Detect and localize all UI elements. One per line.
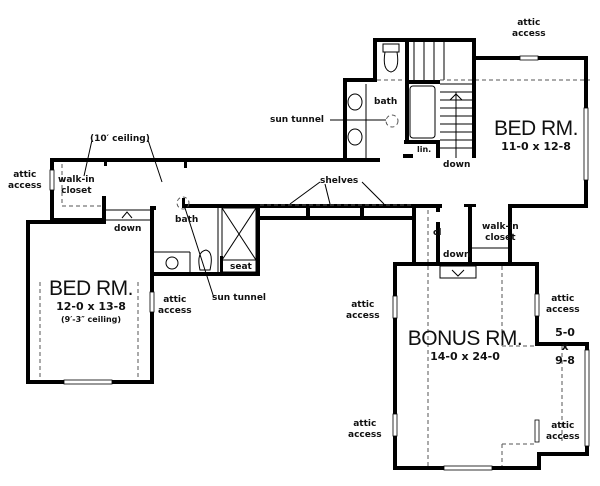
attic-access-bonus-left-top [392, 295, 398, 319]
bathtub [409, 85, 436, 139]
down-label-center: down [443, 250, 471, 260]
closet-word: closet [61, 186, 92, 196]
linen-label: lin. [417, 145, 432, 154]
down-label-upper: down [443, 160, 471, 170]
walk-in-word: walk-in [58, 175, 95, 185]
room-dimensions: 14-0 x 24-0 [430, 350, 500, 363]
attic-access-left-bedroom [149, 291, 155, 313]
room-name: BED RM. [48, 277, 134, 300]
room-dimensions: 12-0 x 13-8 [56, 300, 126, 313]
sun-tunnel-label-lower: sun tunnel [212, 293, 267, 303]
attic-word: attic [517, 18, 541, 28]
double-vanity [347, 84, 367, 158]
sun-tunnel-upper-icon [385, 114, 399, 128]
access-word: access [348, 430, 382, 440]
walk-in-word: walk-in [482, 222, 519, 232]
attic-access-bonus-right-top [534, 293, 540, 317]
access-word: access [346, 311, 380, 321]
attic-access-door-top [519, 55, 539, 61]
alcove-width: 5-0 [555, 326, 575, 339]
shelves-leaders [289, 181, 385, 205]
access-word: access [546, 305, 580, 315]
bath-label-middle: bath [175, 215, 199, 225]
room-dimensions: 11-0 x 12-8 [501, 140, 571, 153]
down-label-left: down [114, 224, 142, 234]
access-word: access [546, 432, 580, 442]
shelves-label: shelves [320, 176, 359, 186]
attic-word: attic [163, 295, 187, 305]
sun-tunnel-lower-icon [176, 196, 190, 210]
bath-label-upper: bath [374, 97, 398, 107]
attic-access-bonus-right-bottom [534, 419, 540, 443]
closet-cl-label: cl [433, 228, 442, 238]
toilet-fixture [382, 43, 400, 73]
sun-tunnel-label-upper: sun tunnel [270, 115, 325, 125]
upper-bath-walls [343, 38, 476, 160]
closet-word: closet [485, 233, 516, 243]
attic-word: attic [13, 170, 37, 180]
attic-word: attic [353, 419, 377, 429]
attic-access-bonus-left-bottom [392, 413, 398, 437]
bonus-alcove-dimensions: 5-0 x 9-8 [550, 326, 580, 368]
access-word: access [512, 29, 546, 39]
attic-word: attic [551, 294, 575, 304]
room-name: BED RM. [493, 117, 579, 140]
seat-label: seat [230, 262, 252, 272]
access-word: access [8, 181, 42, 191]
room-ceiling-note: (9′-3″ ceiling) [60, 315, 122, 324]
window-bonus-alcove [584, 349, 590, 447]
attic-word: attic [351, 300, 375, 310]
access-word: access [158, 306, 192, 316]
attic-word: attic [551, 421, 575, 431]
alcove-depth: 9-8 [555, 354, 575, 367]
bedroom-right: BED RM. 11-0 x 12-8 [490, 118, 582, 154]
window-bonus-bottom [443, 465, 493, 471]
ceiling-10-label: (10′ ceiling) [90, 134, 150, 144]
bonus-room: BONUS RM. 14-0 x 24-0 [398, 328, 532, 364]
center-right-walls [412, 204, 512, 266]
bedroom-left: BED RM. 12-0 x 13-8 (9′-3″ ceiling) [32, 278, 150, 326]
window-left-bedroom [63, 379, 113, 385]
corridor-walls [50, 158, 442, 222]
alcove-x: x [561, 340, 569, 353]
room-name: BONUS RM. [407, 327, 523, 350]
stairs-upper [413, 42, 590, 158]
window-right-bedroom [583, 107, 589, 181]
